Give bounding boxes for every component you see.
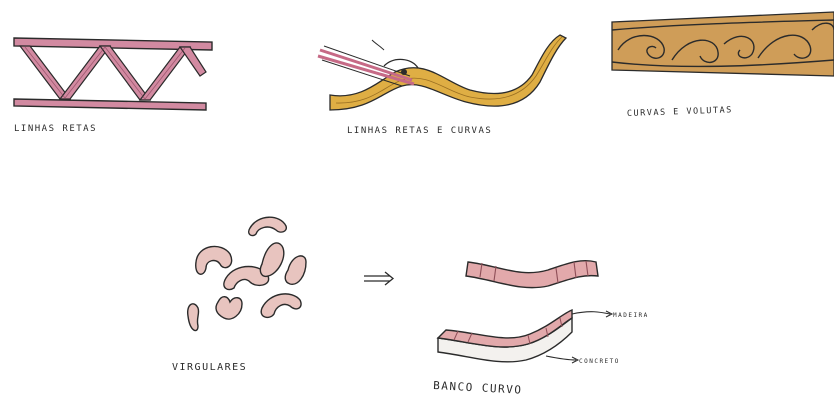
wood-annotation: MADEIRA	[613, 312, 649, 319]
concrete-annotation: CONCRETO	[579, 358, 620, 365]
curves-and-volutes-caption: CURVAS E VOLUTAS	[627, 105, 733, 119]
commas-caption: VIRGULARES	[172, 362, 247, 373]
straight-lines-caption: LINHAS RETAS	[14, 124, 97, 134]
straight-and-curved-caption: LINHAS RETAS E CURVAS	[347, 126, 492, 136]
straight-and-curved-sketch: LINHAS RETAS E CURVAS	[318, 35, 566, 136]
commas-sketch: VIRGULARES	[172, 217, 306, 373]
right-arrow-icon	[364, 272, 393, 285]
curves-and-volutes-sketch: CURVAS E VOLUTAS	[612, 12, 834, 119]
curved-bench-sketch: MADEIRA CONCRETO BANCO CURVO	[433, 261, 649, 397]
curved-bench-caption: BANCO CURVO	[433, 379, 523, 397]
straight-lines-sketch: LINHAS RETAS	[14, 38, 212, 134]
